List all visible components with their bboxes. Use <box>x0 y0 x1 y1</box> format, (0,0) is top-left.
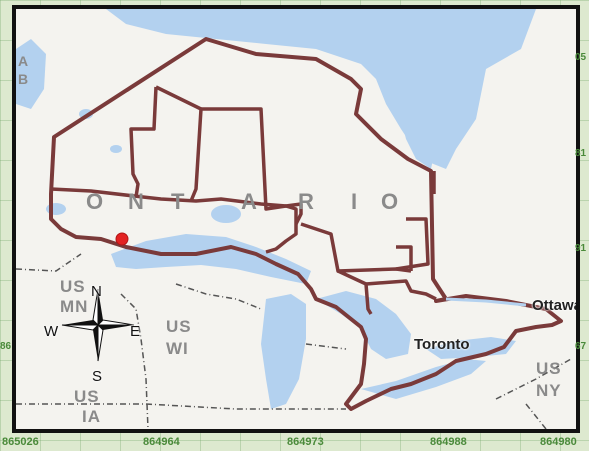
compass-n: N <box>91 283 102 300</box>
district-line-3 <box>155 85 203 202</box>
ontario-boundary[interactable] <box>49 37 563 411</box>
district-line-5 <box>285 202 303 225</box>
location-marker[interactable] <box>115 232 129 246</box>
lake-superior-water <box>111 234 311 284</box>
state-mn-country: US <box>60 277 86 296</box>
lake-winnipeg-water <box>16 39 46 109</box>
grid-label-left-1: 86 <box>0 341 12 352</box>
state-ny-country: US <box>536 359 562 378</box>
state-border-mn-wi <box>120 293 149 429</box>
grid-label-bottom-2: 864964 <box>143 436 180 448</box>
state-wi-country: US <box>166 317 192 336</box>
state-ia-country: US <box>74 387 100 406</box>
compass-e: E <box>130 323 141 340</box>
edge-fragment-b: B <box>18 71 30 87</box>
map-svg[interactable] <box>16 9 576 429</box>
james-bay-water <box>401 119 436 169</box>
grid-label-right-1: 05 <box>575 52 587 63</box>
grid-label-right-2: 81 <box>575 148 587 159</box>
state-ia-label: IA <box>82 407 101 426</box>
border-west <box>16 253 82 272</box>
district-line-8 <box>337 269 373 315</box>
region-letter-5: R <box>298 189 315 214</box>
district-line-2 <box>129 86 158 198</box>
state-border-ia <box>16 403 346 410</box>
state-border-wi-mi <box>175 283 262 310</box>
region-letter-1: O <box>86 189 105 214</box>
city-ottawa[interactable]: Ottawa <box>532 297 580 314</box>
small-lake-1 <box>211 205 241 223</box>
grid-label-bottom-5: 864980 <box>540 436 577 448</box>
compass-rose <box>61 288 135 362</box>
map-frame[interactable]: A B O N T A R I O US MN US WI US IA US N… <box>12 5 580 433</box>
district-line-1 <box>50 187 287 208</box>
lake-michigan-water <box>261 294 306 409</box>
state-border-ny <box>495 358 572 400</box>
grid-label-bottom-3: 864973 <box>287 436 324 448</box>
hudson-bay-water <box>106 9 536 169</box>
grid-label-bottom-1: 865026 <box>2 436 39 448</box>
region-letter-4: A <box>241 189 258 214</box>
border-bottom-right <box>525 403 547 429</box>
compass-w: W <box>44 323 59 340</box>
region-letter-6: I <box>351 189 359 214</box>
edge-fragment-a: A <box>18 53 30 69</box>
state-ny-label: NY <box>536 381 562 400</box>
grid-label-right-3: 91 <box>575 243 587 254</box>
grid-label-bottom-4: 864988 <box>430 436 467 448</box>
region-letter-2: N <box>128 189 145 214</box>
grid-label-right-4: 67 <box>575 341 587 352</box>
lake-ontario-water <box>426 337 516 359</box>
district-boundaries <box>50 85 437 315</box>
district-line-9 <box>365 279 437 301</box>
district-line-6 <box>300 222 412 273</box>
region-letter-3: T <box>171 189 186 214</box>
city-toronto[interactable]: Toronto <box>414 336 470 353</box>
state-wi-label: WI <box>166 339 189 358</box>
district-line-11 <box>396 245 413 271</box>
small-lake-4 <box>110 145 122 153</box>
district-line-4 <box>201 107 298 254</box>
compass-s: S <box>92 368 103 385</box>
region-letter-7: O <box>381 189 400 214</box>
state-mn-label: MN <box>60 297 89 316</box>
ottawa-river-water <box>445 297 527 307</box>
state-border-mi-in <box>305 343 347 350</box>
